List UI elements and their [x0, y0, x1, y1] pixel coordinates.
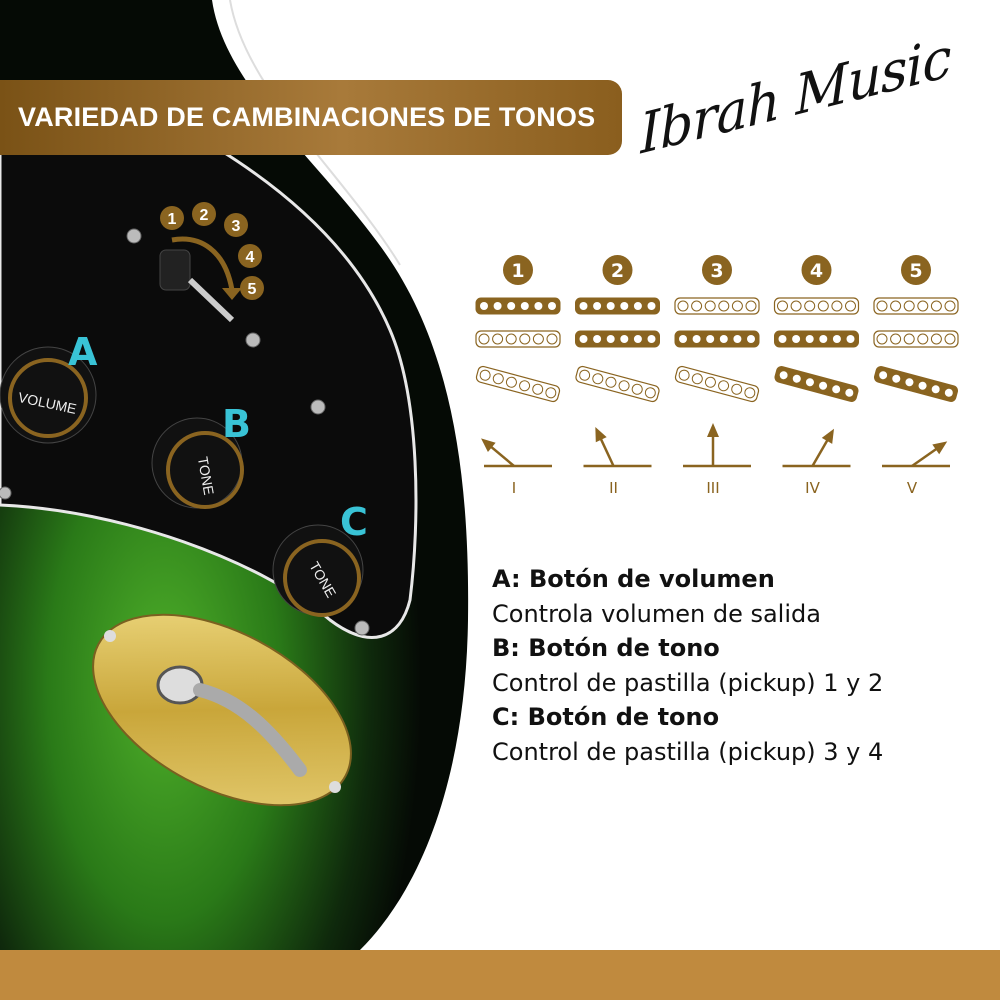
- bridge-pickup-inactive: [575, 365, 660, 403]
- svg-text:C: C: [340, 500, 368, 544]
- neck-pickup-inactive: [873, 297, 959, 315]
- bridge-pickup-active: [774, 366, 859, 402]
- switch-position-badge: 5: [240, 276, 264, 300]
- position-number-badge: [901, 255, 931, 285]
- guitar-body-image: 1 2 34 5 VOLUME A TONE B TONE C: [0, 0, 469, 950]
- pickup-selector-switch: [159, 236, 242, 323]
- svg-text:III: III: [706, 479, 719, 497]
- lever-direction-icon: [782, 428, 851, 468]
- svg-text:A: A: [68, 330, 98, 374]
- ibrah-music-logo: Ibrah Music: [639, 25, 970, 185]
- switch-position-2: 2II: [575, 255, 660, 497]
- svg-text:I: I: [512, 479, 516, 497]
- banner-title: VARIEDAD DE CAMBINACIONES DE TONOS: [18, 102, 596, 132]
- switch-position-badge: 3: [224, 213, 248, 237]
- lever-direction-icon: [481, 438, 552, 468]
- lever-direction-icon: [583, 427, 652, 468]
- svg-text:B: B: [222, 402, 251, 446]
- legend-a-desc: Controla volumen de salida: [492, 599, 821, 628]
- middle-pickup-inactive: [873, 330, 959, 348]
- middle-pickup-active: [575, 330, 660, 348]
- position-number-badge: [702, 255, 732, 285]
- svg-text:1: 1: [168, 211, 177, 228]
- middle-pickup-inactive: [475, 330, 561, 348]
- lever-direction-icon: [683, 423, 751, 468]
- output-jack-plate: [92, 613, 352, 807]
- neck-pickup-active: [475, 297, 561, 315]
- svg-text:2: 2: [200, 207, 209, 224]
- title-banner: VARIEDAD DE CAMBINACIONES DE TONOS: [0, 80, 622, 155]
- legend-a-title: A: Botón de volumen: [492, 565, 775, 593]
- switch-position-badge: 1: [160, 206, 184, 230]
- switch-position-4: 4IV: [773, 255, 860, 497]
- switch-position-badge: 2: [192, 202, 216, 226]
- bridge-pickup-inactive: [674, 365, 760, 403]
- svg-text:2: 2: [611, 260, 624, 282]
- svg-text:3: 3: [710, 260, 723, 282]
- switch-position-badge: 4: [238, 244, 262, 268]
- neck-pickup-active: [575, 297, 660, 315]
- svg-text:V: V: [907, 479, 918, 497]
- bridge-pickup-active: [873, 366, 959, 402]
- switch-position-5: 5V: [873, 255, 959, 497]
- svg-text:4: 4: [246, 249, 255, 266]
- knob-tone-b: TONE B: [151, 402, 251, 509]
- lever-direction-icon: [882, 441, 950, 468]
- switch-position-1: 1I: [475, 255, 561, 497]
- neck-pickup-inactive: [773, 297, 860, 315]
- legend-c-desc: Control de pastilla (pickup) 3 y 4: [492, 737, 884, 766]
- position-number-badge: [602, 255, 633, 285]
- middle-pickup-active: [774, 330, 859, 348]
- svg-text:3: 3: [232, 218, 241, 235]
- neck-pickup-inactive: [674, 297, 760, 315]
- svg-text:1: 1: [511, 260, 524, 282]
- svg-text:4: 4: [810, 260, 823, 282]
- svg-text:IV: IV: [805, 479, 820, 497]
- svg-text:II: II: [609, 479, 618, 497]
- position-number-badge: [503, 255, 533, 285]
- pickguard: [0, 148, 418, 639]
- legend-b-title: B: Botón de tono: [492, 634, 720, 662]
- knob-volume: VOLUME A: [0, 330, 98, 444]
- middle-pickup-active: [674, 330, 760, 348]
- controls-legend: A: Botón de volumen Controla volumen de …: [492, 562, 883, 769]
- bridge-pickup-inactive: [475, 365, 561, 403]
- position-number-badge: [801, 255, 832, 285]
- svg-text:5: 5: [248, 281, 257, 298]
- legend-b-desc: Control de pastilla (pickup) 1 y 2: [492, 668, 884, 697]
- svg-text:TONE: TONE: [195, 455, 217, 496]
- svg-text:5: 5: [909, 260, 922, 282]
- bottom-bar: [0, 950, 1000, 1000]
- knob-tone-c: TONE C: [272, 500, 368, 617]
- legend-c-title: C: Botón de tono: [492, 703, 720, 731]
